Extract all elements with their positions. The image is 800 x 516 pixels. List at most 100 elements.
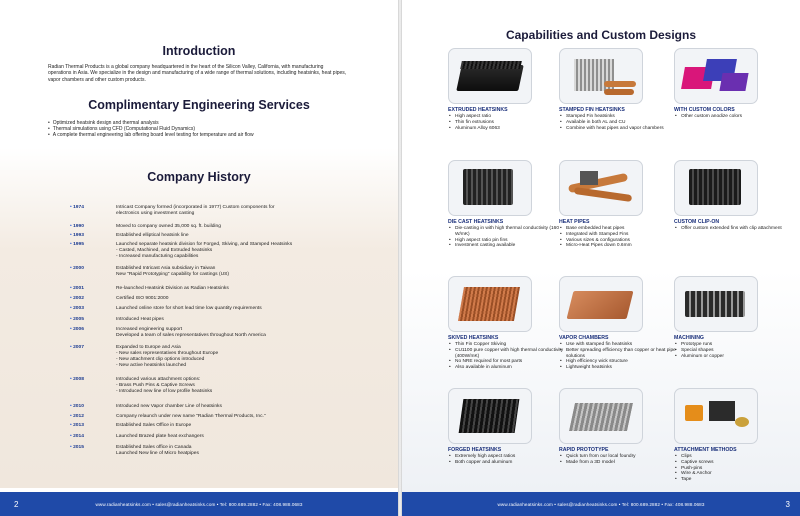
product-bullet: Wire & Anchor	[674, 471, 794, 477]
product-tile: ATTACHMENT METHODSClipsCaptive screwsPus…	[674, 388, 794, 483]
product-bullets: Extremely high aspect ratiosBoth copper …	[448, 454, 568, 466]
forged-heatsink-image	[448, 388, 532, 444]
custom-clip-on-image	[674, 160, 758, 216]
history-year: 2002	[70, 296, 116, 302]
left-footer: 2 www.radianheatsinks.com • sales@radian…	[0, 492, 398, 516]
history-year: 2014	[70, 434, 116, 440]
page-number: 2	[14, 500, 19, 509]
history-year: 2003	[70, 306, 116, 312]
product-bullet: No NRE required for most parts	[448, 359, 568, 365]
product-bullet: Various sizes & configurations	[559, 238, 679, 244]
product-bullets: Base embedded heat pipesIntegrated with …	[559, 226, 679, 249]
product-title: HEAT PIPES	[559, 219, 590, 225]
page-number: 3	[785, 500, 790, 509]
left-page: Introduction Radian Thermal Products is …	[0, 0, 398, 516]
product-tile: CUSTOM CLIP-ONOffer custom extended fins…	[674, 160, 794, 232]
product-bullet: High aspect ratio pin fins	[448, 238, 568, 244]
product-bullet: Base embedded heat pipes	[559, 226, 679, 232]
product-bullet: Integrated with Stamped Fins	[559, 232, 679, 238]
services-item: Optimized heatsink design and thermal an…	[48, 120, 368, 126]
product-bullets: Prototype runsSpecial shapesAluminum or …	[674, 342, 794, 359]
history-text: Launched separate heatsink division for …	[116, 242, 293, 259]
product-bullet: Made from a 3D model	[559, 460, 679, 466]
history-text: Re-launched Heatsink Division as Radian …	[116, 286, 229, 291]
product-bullet: Stamped Fin heatsinks	[559, 114, 679, 120]
product-title: CUSTOM CLIP-ON	[674, 219, 720, 225]
rapid-prototype-image	[559, 388, 643, 444]
product-bullet: Die-casting in with high thermal conduct…	[448, 226, 568, 238]
product-bullet: Also available in aluminum	[448, 365, 568, 371]
history-year: 2000	[70, 266, 116, 278]
product-tile: SKIVED HEATSINKSThin Fin Copper SkivingC…	[448, 276, 568, 371]
history-text: Company relaunch under new name "Radian …	[116, 414, 266, 419]
product-bullet: Both copper and aluminum	[448, 460, 568, 466]
services-title: Complimentary Engineering Services	[88, 98, 310, 112]
history-text: Introduced Heat pipes	[116, 317, 164, 322]
history-year: 2010	[70, 404, 116, 410]
product-title: STAMPED FIN HEATSINKS	[559, 107, 625, 113]
product-bullet: Aluminum or copper	[674, 354, 794, 360]
product-title: DIE CAST HEATSINKS	[448, 219, 504, 225]
product-bullet: Captive screws	[674, 460, 794, 466]
product-bullets: Use with stamped fin heatsinksBetter spr…	[559, 342, 679, 371]
history-text: Introduced various attachment options: -…	[116, 377, 213, 394]
history-text: Increased engineering support Developed …	[116, 327, 266, 338]
product-bullet: Use with stamped fin heatsinks	[559, 342, 679, 348]
product-title: FORGED HEATSINKS	[448, 447, 502, 453]
product-bullet: Offer custom extended fins with clip att…	[674, 226, 794, 232]
history-text: Certified ISO 9001:2000	[116, 296, 169, 301]
vapor-chamber-image	[559, 276, 643, 332]
extruded-heatsink-image	[448, 48, 532, 104]
right-page: Capabilities and Custom Designs EXTRUDED…	[402, 0, 800, 516]
product-bullet: Tape	[674, 477, 794, 483]
history-text: Launched online store for short lead tim…	[116, 306, 262, 311]
product-tile: HEAT PIPESBase embedded heat pipesIntegr…	[559, 160, 679, 249]
footer-contact[interactable]: www.radianheatsinks.com • sales@radianhe…	[497, 502, 705, 507]
die-cast-heatsink-image	[448, 160, 532, 216]
product-bullet: Special shapes	[674, 348, 794, 354]
services-list: Optimized heatsink design and thermal an…	[48, 120, 368, 139]
product-tile: RAPID PROTOTYPEQuick turn from our local…	[559, 388, 679, 466]
heat-pipes-image	[559, 160, 643, 216]
product-bullet: Better spreading efficiency than copper …	[559, 348, 679, 360]
stamped-fin-heatsink-image	[559, 48, 643, 104]
product-bullets: High aspect ratioThin fin extrusionsAlum…	[448, 114, 568, 131]
history-text: Introduced new Vapor chamber Line of hea…	[116, 404, 222, 409]
product-title: EXTRUDED HEATSINKS	[448, 107, 508, 113]
history-text: Launched Brazed plate heat exchangers	[116, 434, 204, 439]
product-bullets: Offer custom extended fins with clip att…	[674, 226, 794, 232]
history-year: 2013	[70, 423, 116, 429]
product-bullet: Extremely high aspect ratios	[448, 454, 568, 460]
history-text: Established elliptical heatsink line	[116, 233, 189, 238]
history-text: Established Intricast Asia subsidiary in…	[116, 266, 230, 277]
product-tile: STAMPED FIN HEATSINKSStamped Fin heatsin…	[559, 48, 679, 131]
product-bullets: Quick turn from our local foundryMade fr…	[559, 454, 679, 466]
product-bullet: Investment casting available	[448, 243, 568, 249]
product-tile: VAPOR CHAMBERSUse with stamped fin heats…	[559, 276, 679, 371]
product-tile: FORGED HEATSINKSExtremely high aspect ra…	[448, 388, 568, 466]
product-bullet: Push-pins	[674, 466, 794, 472]
history-text: Intricast Company formed (incorporated i…	[116, 205, 275, 216]
product-bullet: Other custom anodize colors	[674, 114, 794, 120]
history-year: 2007	[70, 345, 116, 369]
intro-title: Introduction	[162, 44, 236, 58]
history-text: Expanded to Europe and Asia - New sales …	[116, 345, 219, 368]
footer-contact[interactable]: www.radianheatsinks.com • sales@radianhe…	[95, 502, 303, 507]
attachment-methods-image	[674, 388, 758, 444]
product-bullet: Combine with heat pipes and vapor chambe…	[559, 126, 679, 132]
product-bullets: Other custom anodize colors	[674, 114, 794, 120]
history-year: 2008	[70, 377, 116, 395]
product-title: MACHINING	[674, 335, 704, 341]
product-bullet: Available in both AL and CU	[559, 120, 679, 126]
